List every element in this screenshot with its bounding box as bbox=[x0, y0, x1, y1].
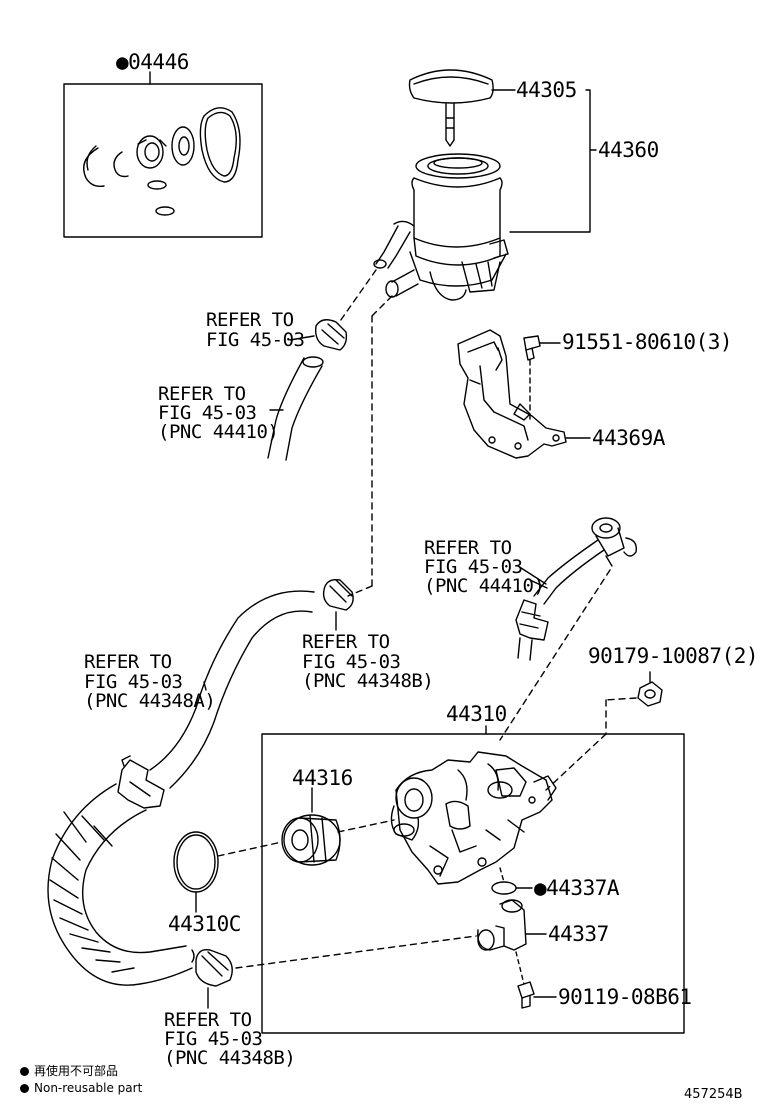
ref-line: REFER TO bbox=[206, 309, 294, 331]
ref-line: REFER TO bbox=[424, 537, 512, 559]
ref-line: REFER TO bbox=[158, 383, 246, 405]
ref-line: REFER TO bbox=[164, 1009, 252, 1031]
legend-jp-text: 再使用不可部品 bbox=[34, 1064, 119, 1078]
part-label-44310C: 44310C bbox=[168, 912, 241, 936]
seal-kit-group bbox=[63, 71, 263, 238]
ref-line: FIG 45-03 bbox=[302, 651, 401, 673]
seal-kit-box bbox=[63, 83, 263, 238]
lower-clamp-group bbox=[195, 949, 233, 1009]
suction-hose-group bbox=[47, 590, 315, 986]
pump-group bbox=[173, 671, 685, 1034]
ref-line: FIG 45-03 bbox=[424, 556, 523, 578]
legend-en: Non-reusable part bbox=[20, 1081, 142, 1096]
part-label-90179: 90179-10087(2) bbox=[588, 644, 759, 668]
ref-line: REFER TO bbox=[84, 651, 172, 673]
part-label-90119: 90119-08B61 bbox=[558, 985, 692, 1009]
part-label-44310: 44310 bbox=[446, 702, 507, 726]
pump-box bbox=[261, 733, 685, 1034]
ref-line: FIG 45-03 bbox=[206, 329, 305, 351]
part-label-44337A: ●44337A bbox=[534, 876, 620, 900]
part-label-44369A: 44369A bbox=[592, 426, 665, 450]
ref-line: (PNC 44410) bbox=[158, 421, 279, 443]
figure-id: 457254B bbox=[684, 1087, 743, 1102]
ref-line: FIG 45-03 bbox=[84, 671, 183, 693]
part-label-44305: 44305 bbox=[516, 78, 577, 102]
ref-line: (PNC 44348B) bbox=[302, 670, 434, 692]
bracket-group bbox=[457, 329, 591, 459]
return-tube-group bbox=[499, 517, 637, 741]
ref-line: FIG 45-03 bbox=[158, 402, 257, 424]
part-label-44316: 44316 bbox=[292, 766, 353, 790]
part-label-04446: ●04446 bbox=[116, 50, 189, 74]
reservoir-group bbox=[373, 69, 597, 301]
legend-jp: 再使用不可部品 bbox=[20, 1064, 118, 1079]
legend-en-text: Non-reusable part bbox=[34, 1081, 143, 1095]
upper-hose-group bbox=[267, 269, 377, 461]
ref-line: (PNC 44410) bbox=[424, 575, 545, 597]
bullet-icon bbox=[20, 1084, 29, 1093]
mid-clamp-group bbox=[322, 295, 393, 631]
ref-line: (PNC 44348A) bbox=[84, 690, 216, 712]
part-label-44337: 44337 bbox=[548, 922, 609, 946]
ref-line: FIG 45-03 bbox=[164, 1028, 263, 1050]
ref-line: REFER TO bbox=[302, 631, 390, 653]
bullet-icon bbox=[20, 1067, 29, 1076]
ref-line: (PNC 44348B) bbox=[164, 1047, 296, 1069]
part-label-44360: 44360 bbox=[598, 138, 659, 162]
part-label-91551: 91551-80610(3) bbox=[562, 330, 733, 354]
